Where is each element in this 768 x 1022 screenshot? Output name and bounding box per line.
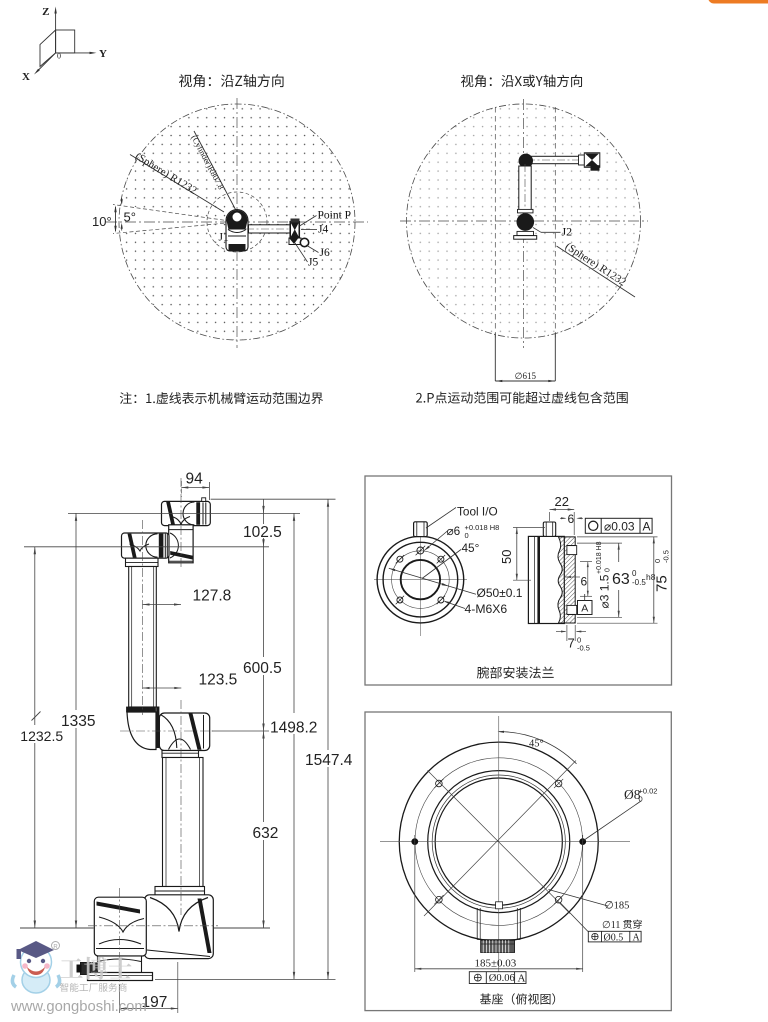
svg-text:4-M6X6: 4-M6X6 [465, 602, 508, 616]
svg-text:J4: J4 [318, 224, 328, 236]
svg-text:7: 7 [568, 636, 575, 651]
svg-text:J6: J6 [320, 247, 330, 259]
svg-text:www.gongboshi.com: www.gongboshi.com [10, 999, 147, 1015]
svg-text:185±0.03: 185±0.03 [475, 958, 517, 970]
svg-text:+0.018 H8: +0.018 H8 [596, 541, 603, 574]
svg-text:∅615: ∅615 [515, 371, 537, 381]
svg-text:22: 22 [555, 494, 569, 509]
svg-text:Ø8: Ø8 [624, 787, 641, 802]
svg-text:J5: J5 [308, 257, 318, 269]
svg-text:0: 0 [632, 569, 637, 578]
svg-text:Ø0.5: Ø0.5 [604, 932, 624, 943]
svg-text:-0.5: -0.5 [577, 644, 590, 653]
svg-text:h8: h8 [646, 572, 656, 582]
svg-text:1335: 1335 [61, 713, 95, 730]
svg-text:632: 632 [253, 825, 279, 842]
svg-text:∅185: ∅185 [605, 901, 630, 912]
svg-text:Y: Y [99, 48, 107, 60]
svg-text:0: 0 [639, 795, 643, 804]
svg-text:R: R [53, 945, 58, 951]
svg-text:A: A [633, 932, 641, 943]
svg-text:1498.2: 1498.2 [270, 720, 317, 737]
svg-text:Ø0.06: Ø0.06 [489, 973, 515, 984]
svg-text:A: A [518, 973, 526, 985]
svg-text:Z: Z [42, 6, 49, 18]
svg-text:-0.5: -0.5 [632, 578, 646, 587]
svg-text:197: 197 [142, 994, 168, 1011]
svg-text:Tool I/O: Tool I/O [457, 505, 498, 519]
svg-text:5°: 5° [124, 210, 136, 225]
svg-text:0: 0 [465, 531, 469, 540]
svg-text:+0.018 H8: +0.018 H8 [465, 523, 500, 532]
svg-text:⌀3 1.5: ⌀3 1.5 [598, 574, 612, 608]
svg-text:10°: 10° [92, 214, 112, 229]
svg-text:⌀6: ⌀6 [447, 524, 461, 538]
svg-text:∅11: ∅11 [602, 920, 620, 931]
svg-text:+0.02: +0.02 [639, 787, 658, 796]
svg-text:0: 0 [605, 568, 612, 572]
svg-text:A: A [643, 520, 651, 534]
svg-text:Point P: Point P [318, 210, 352, 222]
svg-text:6: 6 [568, 512, 575, 526]
svg-text:45°: 45° [529, 739, 544, 750]
svg-text:1547.4: 1547.4 [305, 752, 353, 769]
svg-text:94: 94 [186, 471, 204, 488]
svg-text:63: 63 [612, 571, 630, 588]
svg-text:X: X [22, 71, 30, 83]
svg-text:Ø50±0.1: Ø50±0.1 [477, 586, 523, 600]
svg-text:50: 50 [499, 550, 514, 564]
svg-text:-0.5: -0.5 [662, 550, 671, 563]
svg-text:123.5: 123.5 [199, 672, 238, 689]
svg-text:75: 75 [654, 575, 671, 592]
svg-text:102.5: 102.5 [243, 524, 282, 541]
svg-text:45°: 45° [462, 541, 480, 555]
svg-text:6: 6 [581, 575, 588, 589]
svg-text:⌀0.03: ⌀0.03 [604, 520, 635, 534]
svg-text:A: A [581, 603, 588, 615]
svg-text:0: 0 [577, 636, 581, 645]
svg-text:1232.5: 1232.5 [20, 728, 63, 744]
svg-text:600.5: 600.5 [243, 660, 282, 677]
svg-text:0: 0 [57, 52, 61, 61]
svg-text:J2: J2 [562, 225, 573, 239]
svg-text:0: 0 [653, 559, 662, 563]
svg-text:J1: J1 [219, 232, 229, 244]
svg-text:127.8: 127.8 [193, 588, 232, 605]
